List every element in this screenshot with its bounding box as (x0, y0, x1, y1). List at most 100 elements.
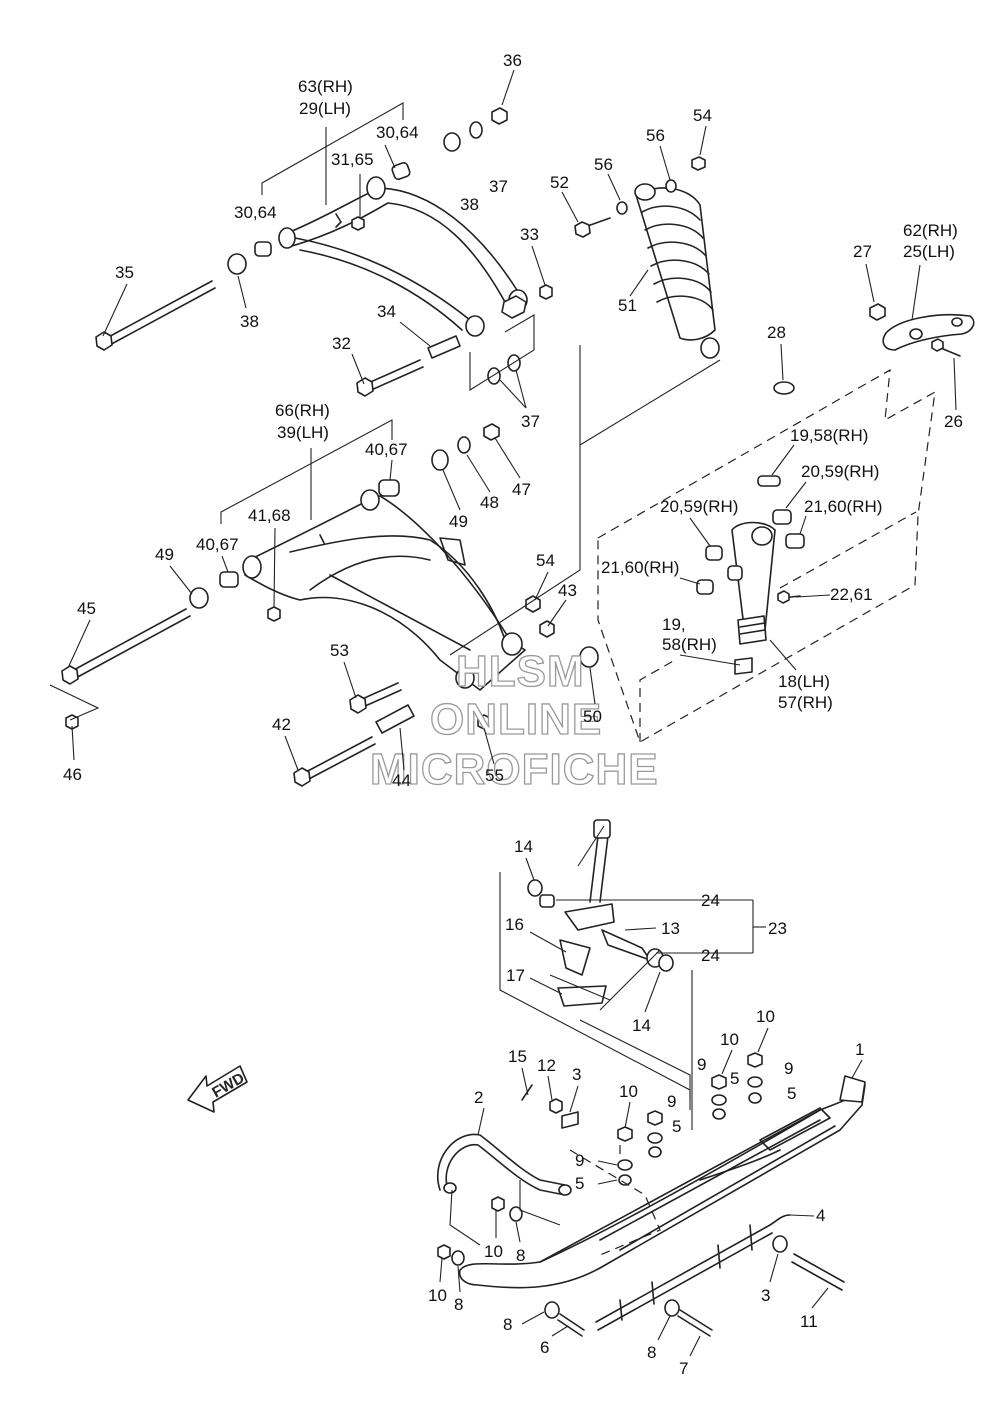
callout-18-lh: 18(LH) (778, 672, 830, 691)
callout-13: 13 (661, 919, 680, 938)
callout-10-b: 10 (720, 1030, 739, 1049)
callout-50: 50 (583, 707, 602, 726)
callout-47: 47 (512, 480, 531, 499)
callout-3-a: 3 (572, 1065, 581, 1084)
callout-23: 23 (768, 919, 787, 938)
callout-10-a: 10 (756, 1007, 775, 1026)
callout-38-b: 38 (240, 312, 259, 331)
callout-17: 17 (506, 966, 525, 985)
callout-9-c: 9 (667, 1092, 676, 1111)
callout-35: 35 (115, 263, 134, 282)
callout-44: 44 (392, 771, 411, 790)
callout-24-b: 24 (701, 946, 720, 965)
callout-9-b: 9 (784, 1059, 793, 1078)
callout-46: 46 (63, 765, 82, 784)
callout-6: 6 (540, 1338, 549, 1357)
callout-10-c: 10 (619, 1082, 638, 1101)
callout-26: 26 (944, 412, 963, 431)
callout-11: 11 (800, 1312, 818, 1331)
callout-55: 55 (485, 766, 504, 785)
callout-37-b: 37 (521, 412, 540, 431)
callout-37-a: 37 (489, 177, 508, 196)
callout-10-e: 10 (428, 1286, 447, 1305)
callout-28: 28 (767, 323, 786, 342)
callout-32: 32 (332, 334, 351, 353)
callout-36: 36 (503, 51, 522, 70)
callout-57-rh: 57(RH) (778, 693, 833, 712)
callout-21-60-rh-a: 21,60(RH) (804, 497, 882, 516)
callout-51: 51 (618, 296, 637, 315)
callout-49-a: 49 (449, 512, 468, 531)
callout-21-60-rh-b: 21,60(RH) (601, 558, 679, 577)
callout-5-b: 5 (787, 1084, 796, 1103)
steering-arm (869, 303, 975, 357)
callout-42: 42 (272, 715, 291, 734)
callout-33: 33 (520, 225, 539, 244)
callout-19-b: 19, (662, 615, 686, 634)
callout-63-rh: 63(RH) (298, 77, 353, 96)
callout-3-b: 3 (761, 1286, 770, 1305)
callout-leaders (67, 69, 957, 1357)
callout-25-lh: 25(LH) (903, 242, 955, 261)
callout-15: 15 (508, 1047, 527, 1066)
callout-20-59-rh-b: 20,59(RH) (660, 497, 738, 516)
callout-9-a: 9 (697, 1055, 706, 1074)
callout-16: 16 (505, 915, 524, 934)
watermark-line3: MICROFICHE (370, 745, 659, 794)
upper-arm-assembly (95, 107, 553, 397)
callout-8-a: 8 (516, 1246, 525, 1265)
callout-9-d: 9 (575, 1151, 584, 1170)
callout-40-67-a: 40,67 (365, 440, 408, 459)
callout-5-c: 5 (672, 1117, 681, 1136)
callout-14-a: 14 (514, 837, 533, 856)
callout-4: 4 (816, 1206, 825, 1225)
ski-assembly (437, 879, 866, 1337)
callout-40-67-b: 40,67 (196, 535, 239, 554)
callout-2: 2 (474, 1088, 483, 1107)
watermark-line1: HLSM (456, 647, 585, 696)
callout-30-64-a: 30,64 (376, 123, 419, 142)
callout-39-lh: 39(LH) (277, 423, 329, 442)
callout-45: 45 (77, 599, 96, 618)
callout-49-b: 49 (155, 545, 174, 564)
callout-8-b: 8 (454, 1295, 463, 1314)
callout-1: 1 (855, 1040, 864, 1059)
fwd-arrow-icon: FWD (187, 1065, 248, 1113)
callout-24-a: 24 (701, 891, 720, 910)
callout-5-a: 5 (730, 1069, 739, 1088)
callout-34: 34 (377, 302, 396, 321)
callout-22-61: 22,61 (830, 585, 873, 604)
callout-7: 7 (679, 1359, 688, 1378)
callout-66-rh: 66(RH) (275, 401, 330, 420)
callout-53: 53 (330, 641, 349, 660)
group-brackets (49, 102, 936, 1256)
callout-52: 52 (550, 173, 569, 192)
callout-14-b: 14 (632, 1016, 651, 1035)
callout-58-rh-b: 58(RH) (662, 635, 717, 654)
callout-8-c: 8 (503, 1315, 512, 1334)
callout-5-d: 5 (575, 1174, 584, 1193)
callout-54-a: 54 (693, 106, 712, 125)
watermark: HLSM ONLINE MICROFICHE (369, 646, 659, 794)
callout-labels: 36 63(RH) 29(LH) 30,64 31,65 30,64 38 37… (63, 51, 963, 1378)
watermark-line2: ONLINE (430, 695, 602, 744)
callout-56-a: 56 (646, 126, 665, 145)
callout-19-58-rh-a: 19,58(RH) (790, 426, 868, 445)
callout-8-d: 8 (647, 1343, 656, 1362)
callout-30-64-b: 30,64 (234, 203, 277, 222)
callout-27: 27 (853, 242, 872, 261)
callout-12: 12 (537, 1056, 556, 1075)
callout-41-68: 41,68 (248, 506, 291, 525)
callout-31-65: 31,65 (331, 150, 374, 169)
ski-spindle (589, 381, 805, 903)
callout-48: 48 (480, 493, 499, 512)
callout-20-59-rh-a: 20,59(RH) (801, 462, 879, 481)
callout-29-lh: 29(LH) (299, 99, 351, 118)
callout-43: 43 (558, 581, 577, 600)
callout-56-b: 56 (594, 155, 613, 174)
callout-62-rh: 62(RH) (903, 221, 958, 240)
callout-38-a: 38 (460, 195, 479, 214)
lower-arm-assembly (61, 423, 599, 787)
shock-absorber (574, 156, 720, 359)
